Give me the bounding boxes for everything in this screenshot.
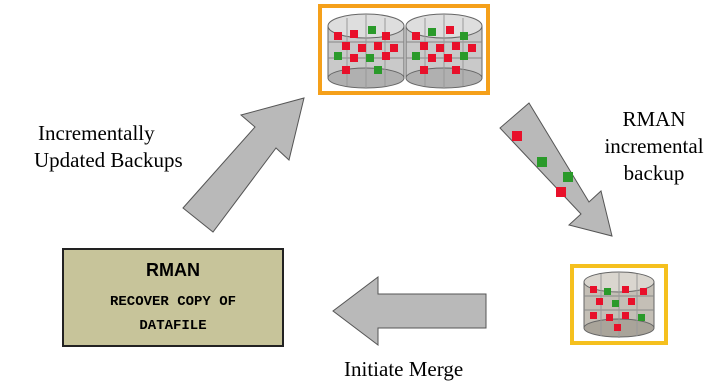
right-label-line1: RMAN [622,107,686,131]
incremental-backup-disk [570,264,668,345]
changed-block-green [537,157,547,167]
rman-command-line2: DATAFILE [139,318,207,334]
image-copy-disks [318,4,490,95]
right-label: RMAN incremental backup [592,106,716,187]
down-right-arrow [499,102,613,237]
bottom-label: Initiate Merge [344,357,464,381]
changed-block-red [556,187,566,197]
rman-box-title: RMAN [146,260,200,280]
changed-block-green [563,172,573,182]
disk-cylinders-icon [327,13,483,89]
rman-command-box: RMAN RECOVER COPY OF DATAFILE [62,248,284,347]
right-label-line3: backup [623,161,685,185]
left-label-line2: Updated Backups [34,148,183,172]
disk-cylinder-icon [583,271,655,338]
up-right-arrow [182,97,305,233]
left-label: Incrementally Updated Backups [34,120,216,174]
changed-block-red [512,131,522,141]
rman-command-line1: RECOVER COPY OF [109,294,237,310]
right-label-line2: incremental [604,134,704,158]
left-arrow [332,275,487,347]
left-label-line1: Incrementally [38,121,155,145]
